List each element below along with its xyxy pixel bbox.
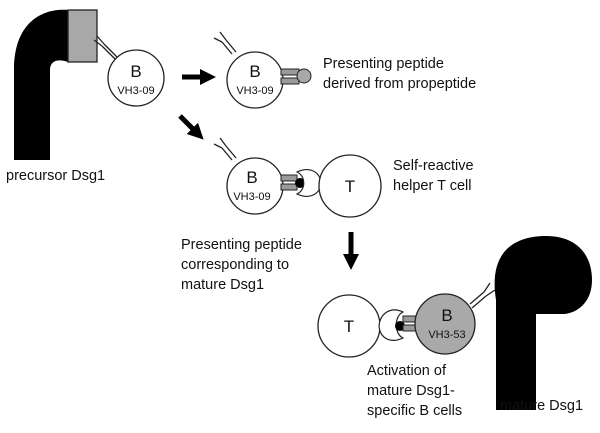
helper-t-cell: T [318,154,382,218]
b-cell-vh3-09-3: B VH3-09 [226,157,284,215]
mhc-propeptide-complex [280,68,312,85]
svg-text:VH3-09: VH3-09 [236,85,273,97]
precursor-dsg1-label: precursor Dsg1 [6,168,105,184]
svg-text:B: B [249,62,260,81]
mhc-mature-peptide-complex-2 [378,309,420,341]
svg-text:T: T [345,177,355,196]
precursor-dsg1-shape [14,9,98,160]
svg-text:B: B [130,62,141,81]
bcr-receptor-2 [213,31,237,55]
t-cell-bottom: T [317,294,381,358]
svg-text:T: T [344,317,354,336]
b-cell-vh3-09-1: B VH3-09 [107,49,165,107]
bcr-receptor-4 [469,282,496,309]
mature-dsg1-label: mature Dsg1 [500,398,583,414]
activation-label: Activation of mature Dsg1- specific B ce… [367,363,462,419]
svg-text:B: B [246,168,257,187]
svg-text:VH3-09: VH3-09 [117,85,154,97]
bcr-receptor-3 [213,137,237,161]
svg-text:VH3-53: VH3-53 [428,329,465,341]
presenting-propeptide-label: Presenting peptide derived from propepti… [323,56,476,92]
b-cell-vh3-53: B VH3-53 [414,293,476,355]
self-reactive-label: Self-reactive helper T cell [393,158,478,194]
svg-text:VH3-09: VH3-09 [233,191,270,203]
b-cell-vh3-09-2: B VH3-09 [226,51,284,109]
mature-dsg1-shape [494,236,592,410]
presenting-mature-label: Presenting peptide corresponding to matu… [181,237,306,293]
arrow-diagonal [178,114,204,140]
mhc-mature-peptide-complex-1 [280,169,322,197]
svg-text:B: B [441,306,452,325]
